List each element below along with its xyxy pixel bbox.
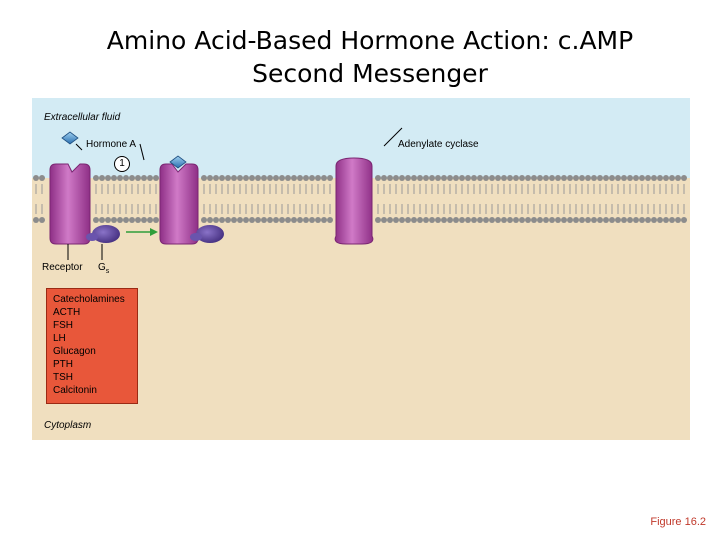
lipid-bilayer — [33, 175, 687, 223]
adenylate-cyclase-protein — [334, 127, 403, 245]
hormone-item: Calcitonin — [53, 385, 97, 396]
hormone-a-molecule — [61, 131, 83, 151]
hormone-list-box: Catecholamines ACTH FSH LH Glucagon PTH … — [46, 288, 138, 404]
gs-label: Gs — [98, 262, 110, 275]
hormone-a-label: Hormone A — [86, 139, 137, 150]
adenylate-cyclase-label: Adenylate cyclase — [398, 139, 479, 150]
slide-title: Amino Acid-Based Hormone Action: c.AMP S… — [106, 26, 634, 88]
receptor-label: Receptor — [42, 262, 83, 273]
hormone-item: Glucagon — [53, 346, 96, 357]
step-1-marker: 1 — [114, 156, 130, 172]
activation-arrow — [126, 228, 158, 236]
hormone-item: ACTH — [53, 307, 81, 318]
membrane-diagram: Extracellular fluid Hormone A 1 Adenylat… — [32, 98, 690, 440]
hormone-item: PTH — [53, 359, 73, 370]
gs-protein — [86, 225, 120, 260]
hormone-item: TSH — [53, 372, 73, 383]
gs-protein-active — [190, 225, 224, 243]
diagram-graphic — [32, 98, 690, 440]
hormone-item: LH — [53, 333, 66, 344]
hormone-item: Catecholamines — [53, 294, 125, 305]
figure-caption: Figure 16.2 — [650, 516, 706, 528]
extracellular-label: Extracellular fluid — [44, 112, 121, 123]
receptor-bound — [159, 155, 199, 245]
hormone-item: FSH — [53, 320, 73, 331]
receptor-protein — [49, 163, 91, 260]
cytoplasm-label: Cytoplasm — [44, 420, 92, 431]
